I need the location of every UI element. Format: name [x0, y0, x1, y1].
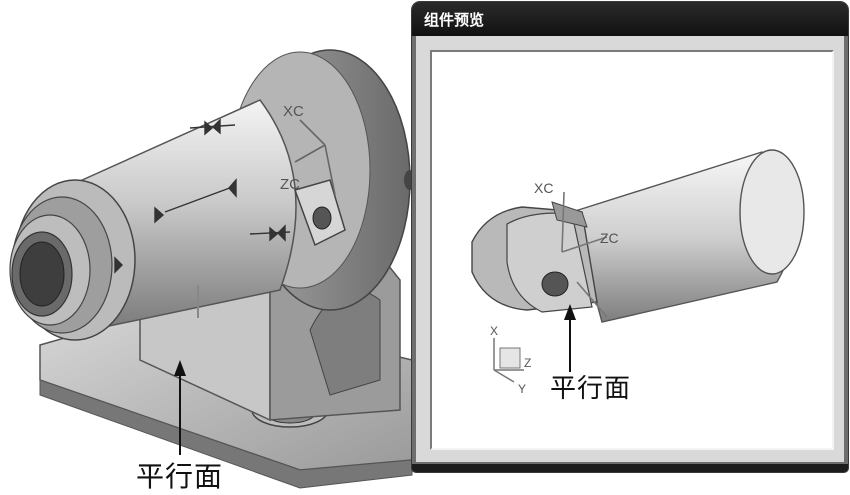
- preview-pin-body: [571, 149, 805, 323]
- main-axis-triad: [294, 119, 336, 196]
- preview-axis-lines: [561, 191, 608, 318]
- preview-view-triad: [493, 338, 524, 383]
- preview-triad-label-z: Z: [524, 356, 532, 370]
- main-axis-label-xc: XC: [283, 103, 304, 120]
- preview-bottom-bar: [412, 464, 848, 472]
- preview-frame: XC ZC X Y Z 平行面: [416, 36, 844, 462]
- preview-axis-label-xc: XC: [534, 180, 554, 196]
- preview-canvas[interactable]: XC ZC X Y Z 平行面: [430, 50, 834, 450]
- preview-callout-label: 平行面: [550, 374, 632, 404]
- pin-component: [294, 179, 346, 247]
- preview-title: 组件预览: [424, 11, 485, 29]
- main-cylinder: [9, 99, 297, 341]
- preview-axis-label-zc: ZC: [600, 230, 619, 246]
- preview-triad-label-y: Y: [518, 382, 527, 396]
- preview-titlebar[interactable]: 组件预览: [412, 2, 848, 36]
- main-axis-label-zc: ZC: [280, 176, 300, 193]
- preview-clevis: [471, 201, 598, 313]
- preview-callout-arrow: [564, 304, 576, 372]
- preview-triad-label-x: X: [490, 324, 499, 338]
- main-callout-arrow: [174, 360, 186, 455]
- dimension-markers: [114, 118, 291, 318]
- main-callout-label: 平行面: [136, 460, 224, 493]
- component-preview-window[interactable]: 组件预览: [412, 2, 848, 472]
- preview-model: [471, 149, 805, 383]
